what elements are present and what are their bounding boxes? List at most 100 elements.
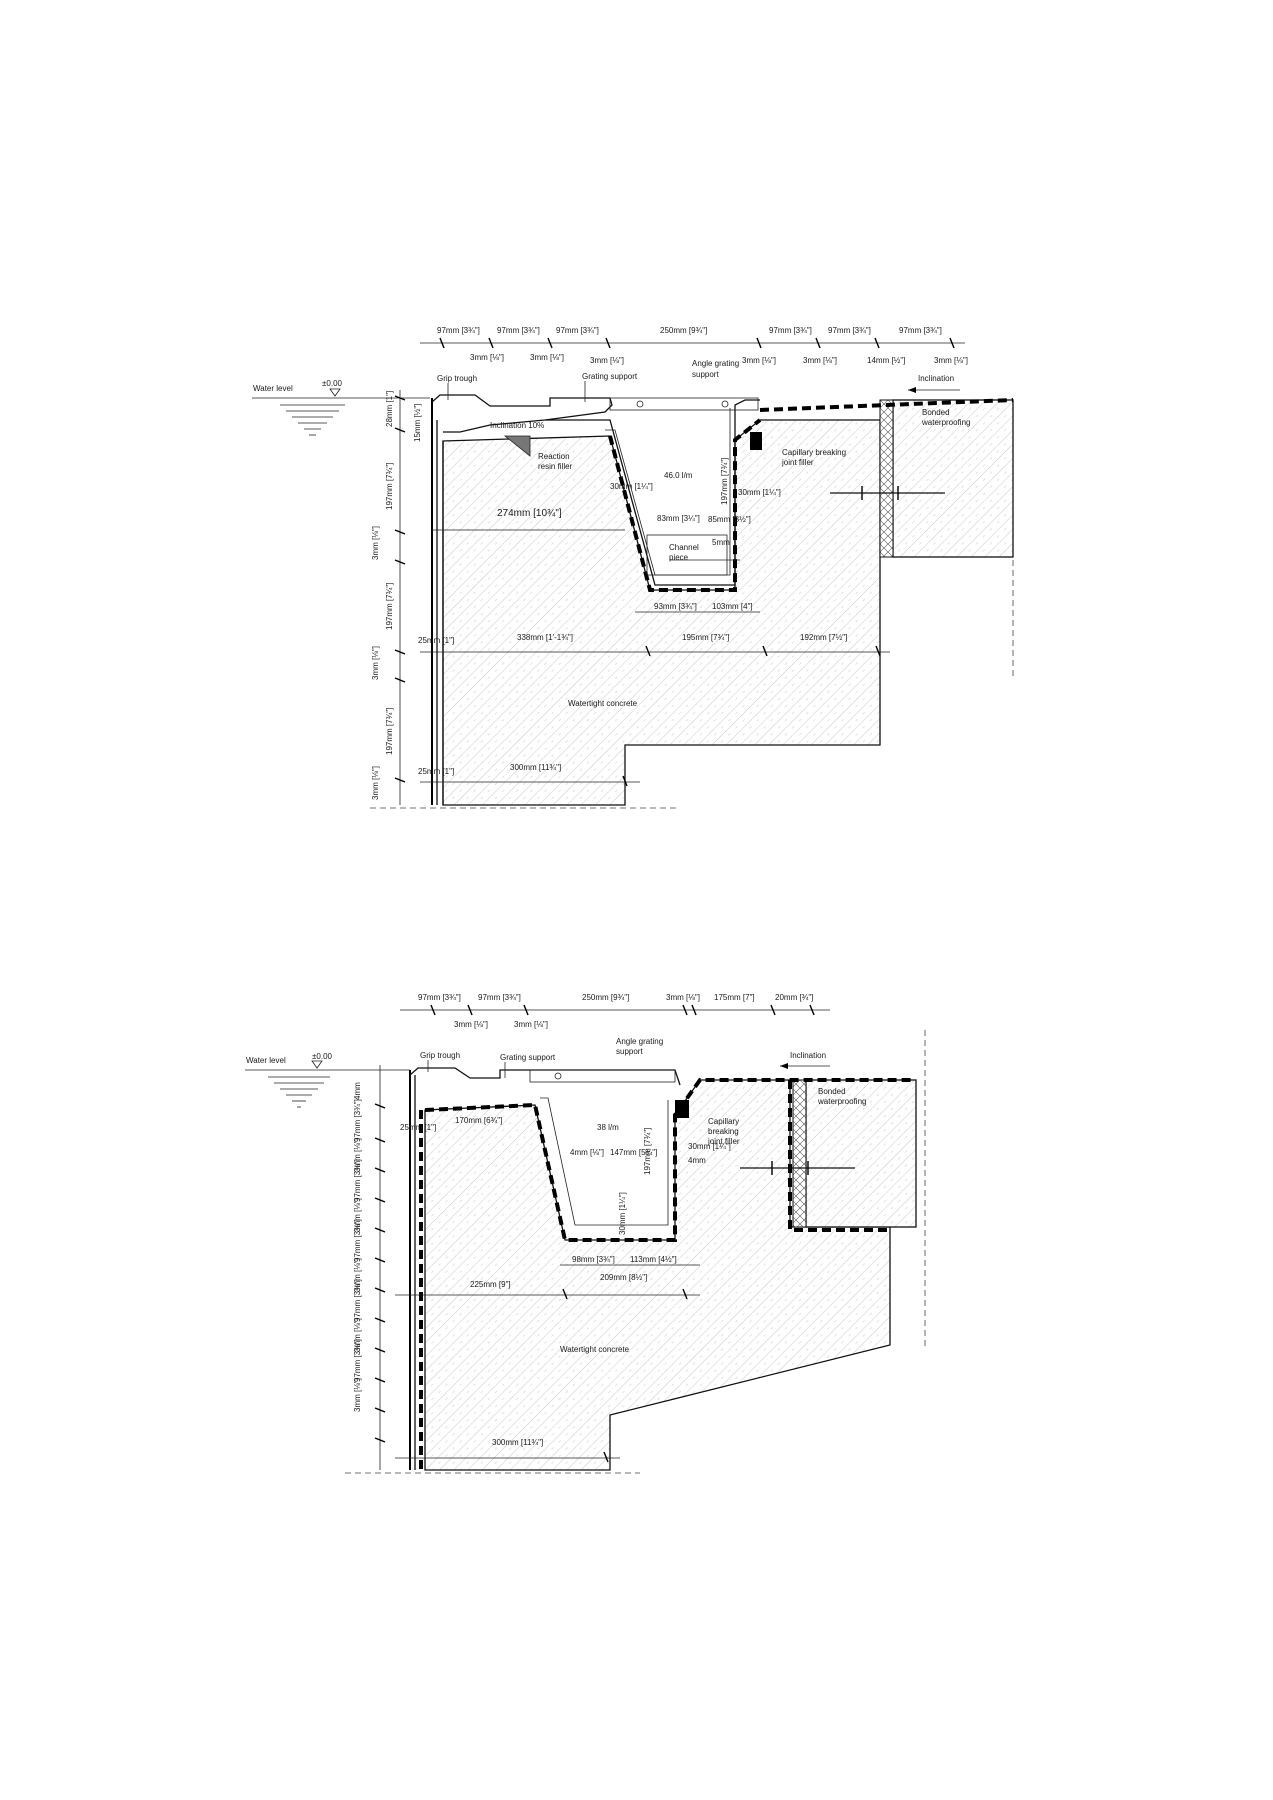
top-dim-2: 97mm [3¾"] (497, 326, 540, 335)
bonded-waterproofing-label-4: waterproofing (817, 1097, 866, 1106)
top-dim-3: 97mm [3¾"] (556, 326, 599, 335)
watertight-concrete-label: Watertight concrete (568, 699, 638, 708)
dim-192: 192mm [7½"] (800, 633, 847, 642)
inclination-pct-label: Inclination 10% (490, 421, 544, 430)
side2-dim-6: 97mm [3¾"] (353, 1219, 362, 1262)
side2-dim-11: 3mm [⅛"] (353, 1378, 362, 1412)
water-level-label: Water level (253, 384, 293, 393)
adjacent-slab-2 (805, 1079, 917, 1228)
dim-85: 85mm [3½"] (708, 515, 751, 524)
dim2-147: 147mm [5¾"] (610, 1148, 657, 1157)
dim2-30a: 30mm [1¼"] (688, 1142, 731, 1151)
angle-grating-support-label: Angle grating (692, 359, 739, 368)
top-dimension-chain: 97mm [3¾"] 97mm [3¾"] 97mm [3¾"] 250mm [… (420, 326, 968, 365)
top-dimension-chain-2: 97mm [3¾"] 97mm [3¾"] 250mm [9¾"] 3mm [⅛… (400, 993, 830, 1029)
dim-300: 300mm [11¾"] (510, 763, 561, 772)
side2-dim-9: 3mm [⅛"] (353, 1318, 362, 1352)
angle-grating-support-label-2: support (692, 370, 719, 379)
reaction-resin-label-2: resin filler (538, 462, 573, 471)
dim-197c: 197mm [7¾"] (385, 708, 394, 755)
side2-dim-3: 3mm [⅛"] (353, 1138, 362, 1172)
top-dim-4: 250mm [9¾"] (660, 326, 707, 335)
dim-25b: 25mm [1"] (418, 767, 454, 776)
top2-dim-3: 250mm [9¾"] (582, 993, 629, 1002)
dim-3b: 3mm [⅛"] (371, 646, 380, 680)
top2-dim-4: 3mm [⅛"] (666, 993, 700, 1002)
side2-dim-7: 3mm [⅛"] (353, 1258, 362, 1292)
level-value: ±0.00 (322, 379, 343, 388)
angle-grating-support-label-4: support (616, 1047, 643, 1056)
bonded-waterproofing-label: Bonded (922, 408, 950, 417)
grating-support-label-2: Grating support (500, 1053, 556, 1062)
dim2-4b: 4mm (688, 1156, 706, 1165)
capillary-label-3: Capillary (708, 1117, 739, 1126)
dim-5: 5mm (712, 538, 730, 547)
dim-30b: 30mm [1¼"] (738, 488, 781, 497)
gap-dim-5: 3mm [⅛"] (803, 356, 837, 365)
gap-dim-7: 3mm [⅛"] (934, 356, 968, 365)
inclination-label: Inclination (918, 374, 954, 383)
flow-rate-label-2: 38 l/m (597, 1123, 619, 1132)
top-dim-5: 97mm [3¾"] (769, 326, 812, 335)
bonded-waterproofing-label-2: waterproofing (921, 418, 970, 427)
inclination-label-2: Inclination (790, 1051, 826, 1060)
flow-rate-label: 46.0 l/m (664, 471, 693, 480)
channel-piece-label: Channel (669, 543, 699, 552)
angle-grating-support-label-3: Angle grating (616, 1037, 663, 1046)
top-dim-1: 97mm [3¾"] (437, 326, 480, 335)
overflow-channel-2 (409, 1067, 915, 1242)
gap-dim-1: 3mm [⅛"] (470, 353, 504, 362)
water-level-label-2: Water level (246, 1056, 286, 1065)
side2-dim-4: 97mm [3¾"] (353, 1159, 362, 1202)
dim-3c: 3mm [⅛"] (371, 766, 380, 800)
dim2-225: 225mm [9"] (470, 1280, 511, 1289)
detail-1: 97mm [3¾"] 97mm [3¾"] 97mm [3¾"] 250mm [… (252, 326, 1014, 809)
side2-dim-5: 3mm [⅛"] (353, 1198, 362, 1232)
dim2-197: 197mm [7¾"] (643, 1128, 652, 1175)
watertight-concrete-body (442, 419, 881, 806)
insulation-strip (879, 399, 894, 558)
dim-197d: 197mm [7¾"] (720, 458, 729, 505)
dim2-25: 25mm [1"] (400, 1123, 436, 1132)
dim-195: 195mm [7¾"] (682, 633, 729, 642)
top2-dim-1: 97mm [3¾"] (418, 993, 461, 1002)
capillary-label-5: joint filler (707, 1137, 740, 1146)
dim-197b: 197mm [7¾"] (385, 583, 394, 630)
watertight-concrete-label-2: Watertight concrete (560, 1345, 630, 1354)
dim2-113: 113mm [4½"] (630, 1255, 677, 1264)
vertical-dimension-chain-2: 4mm 97mm [3¾"] 3mm [⅛"] 97mm [3¾"] 3mm [… (353, 1065, 386, 1470)
dim2-300: 300mm [11¾"] (492, 1438, 543, 1447)
gap-dim-6: 14mm [½"] (867, 356, 905, 365)
dim-338: 338mm [1'-1¾"] (517, 633, 573, 642)
capillary-label-2: joint filler (781, 458, 814, 467)
top-dim-6: 97mm [3¾"] (828, 326, 871, 335)
dim-103: 103mm [4"] (712, 602, 753, 611)
capillary-label: Capillary breaking (782, 448, 846, 457)
vertical-dimension-chain: 28mm [1"] 15mm [½"] 197mm [7¾"] 3mm [⅛"]… (371, 390, 729, 805)
capillary-label-4: breaking (708, 1127, 739, 1136)
dim2-4a: 4mm [⅛"] (570, 1148, 604, 1157)
grip-trough-label: Grip trough (437, 374, 477, 383)
dim-197a: 197mm [7¾"] (385, 463, 394, 510)
detail-2: 97mm [3¾"] 97mm [3¾"] 250mm [9¾"] 3mm [⅛… (245, 993, 926, 1474)
side2-dim-10: 97mm [3¾"] (353, 1339, 362, 1382)
top2-dim-5: 175mm [7"] (714, 993, 755, 1002)
overflow-channel (431, 394, 1014, 592)
gap2-dim-1: 3mm [⅛"] (454, 1020, 488, 1029)
gap-dim-2: 3mm [⅛"] (530, 353, 564, 362)
dim-28: 28mm [1"] (385, 391, 394, 427)
water-level-symbol: Water level ±0.00 (252, 379, 430, 436)
dim-93: 93mm [3¾"] (654, 602, 697, 611)
reaction-resin-label: Reaction (538, 452, 570, 461)
grip-trough-label-2: Grip trough (420, 1051, 460, 1060)
dim-25a: 25mm [1"] (418, 636, 454, 645)
insulation-strip-2 (792, 1079, 807, 1228)
level-value-2: ±0.00 (312, 1052, 333, 1061)
dim-30a: 30mm [1¼"] (610, 482, 653, 491)
grating-support-label: Grating support (582, 372, 638, 381)
dim-15: 15mm [½"] (413, 404, 422, 442)
top2-dim-6: 20mm [¾"] (775, 993, 813, 1002)
dim-83: 83mm [3¼"] (657, 514, 700, 523)
gap-dim-4: 3mm [⅛"] (742, 356, 776, 365)
dim2-209: 209mm [8½"] (600, 1273, 647, 1282)
